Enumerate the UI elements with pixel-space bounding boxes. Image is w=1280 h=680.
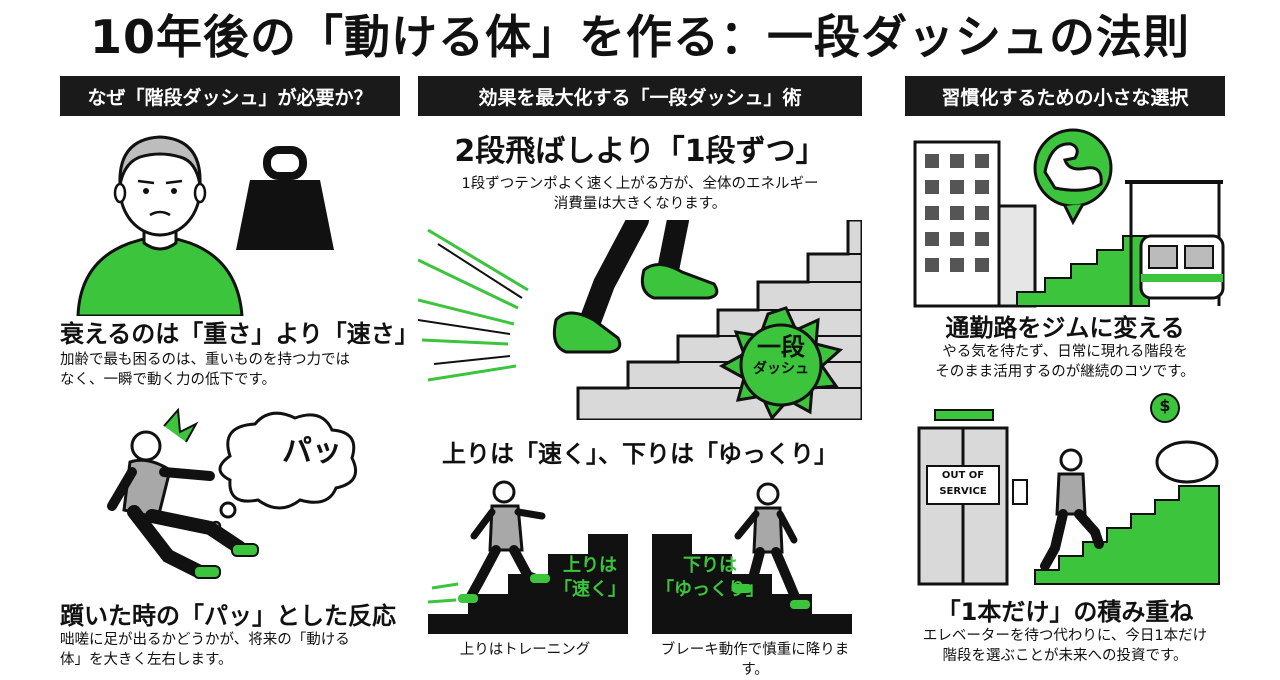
- commute-illustration: [913, 128, 1225, 308]
- section-heading-speed: 衰えるのは「重さ」より「速さ」: [60, 320, 419, 348]
- dash-stairs-illustration: [418, 220, 862, 420]
- column-habit: 習慣化するための小さな選択 通勤路をジムに変える やる気を待たず、日常に現れる階…: [905, 76, 1225, 666]
- stairs-down-illustration: [652, 482, 852, 634]
- out-of-service-label: OUT OF SERVICE: [939, 470, 987, 497]
- section-heading-one-step: 2段飛ばしより「1段ずつ」: [454, 134, 826, 169]
- section-heading-one-flight: 「1本だけ」の積み重ね: [936, 598, 1194, 626]
- column-why: なぜ「階段ダッシュ」が必要か？ 衰えるのは「重さ」より「速さ」 加齢で最も困るの…: [60, 76, 419, 668]
- dash-badge-label: 一段 ダッシュ: [753, 333, 809, 377]
- flexed-arm-icon: [1043, 142, 1103, 192]
- section-body-reaction: 咄嗟に足が出るかどうかが、将来の「動ける 体」を大きく左右します。: [60, 632, 350, 668]
- stairs-up-label: 上りは 「速く」: [554, 555, 626, 600]
- stairs-up-illustration: [427, 480, 628, 634]
- stumbling-man-illustration: [107, 407, 357, 579]
- bubble-text: パッ: [282, 434, 342, 469]
- section-body-one-step: 1段ずつテンポよく速く上がる方が、全体のエネルギー 消費量は大きくなります。: [461, 176, 819, 212]
- section-heading-up-down: 上りは「速く」、下りは「ゆっくり」: [442, 440, 838, 468]
- column-technique: 効果を最大化する「一段ダッシュ」術 2段飛ばしより「1段ずつ」 1段ずつテンポよ…: [418, 76, 862, 678]
- section-heading-commute: 通勤路をジムに変える: [945, 314, 1185, 342]
- column-header-habit: 習慣化するための小さな選択: [905, 76, 1225, 116]
- out-of-service-sign: [926, 465, 1000, 505]
- elderly-man-illustration: [76, 135, 244, 316]
- stairs-up-caption: 上りはトレーニング: [459, 642, 591, 658]
- section-body-commute: やる気を待たず、日常に現れる階段を そのまま活用するのが継続のコツです。: [935, 344, 1195, 380]
- coin-icon: [1150, 393, 1180, 423]
- piggy-bank-icon: [1155, 440, 1219, 484]
- coin-symbol: $: [1159, 396, 1171, 415]
- section-heading-reaction: 躓いた時の「パッ」とした反応: [60, 602, 396, 630]
- stairs-down-caption: ブレーキ動作で慎重に降ります。: [660, 642, 850, 678]
- stairs-down-label: 下りは 「ゆっくり」: [656, 555, 764, 600]
- elevator-stairs-illustration: [917, 393, 1220, 586]
- page-title: 10年後の「動ける体」を作る：一段ダッシュの法則: [89, 10, 1190, 64]
- column-header-technique: 効果を最大化する「一段ダッシュ」術: [418, 76, 862, 116]
- weight-icon: [236, 146, 334, 250]
- section-body-speed: 加齢で最も困るのは、重いものを持つ力では なく、一瞬で動く力の低下です。: [60, 352, 350, 388]
- thought-bubble: [210, 411, 357, 532]
- section-body-one-flight: エレベーターを待つ代わりに、今日1本だけ 階段を選ぶことが未来への投資です。: [922, 628, 1208, 664]
- column-header-why: なぜ「階段ダッシュ」が必要か？: [60, 76, 400, 116]
